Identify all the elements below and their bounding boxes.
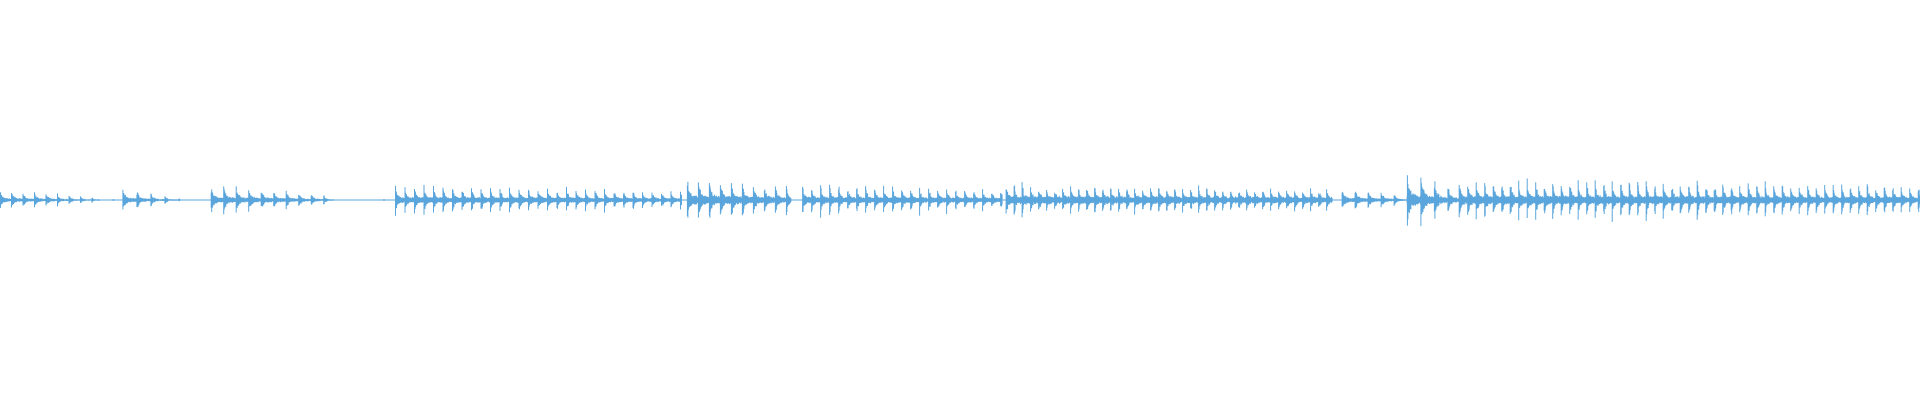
waveform-trace: [0, 175, 1920, 227]
